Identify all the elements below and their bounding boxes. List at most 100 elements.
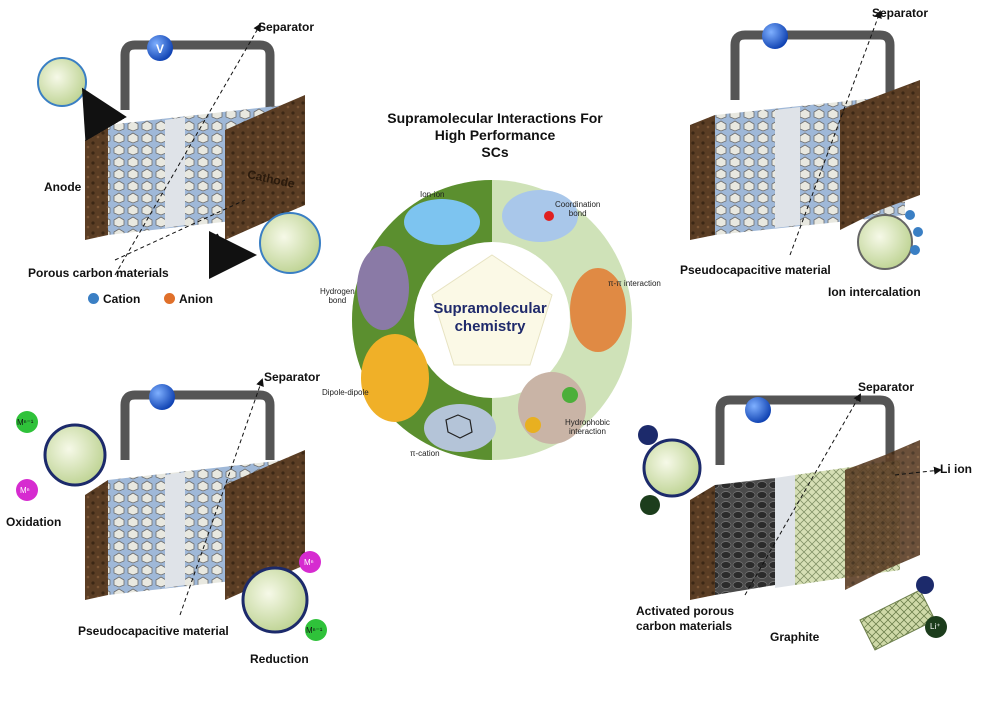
cathode-block <box>840 80 920 230</box>
label-coordination-2: bond <box>568 209 587 218</box>
anion-icon <box>164 293 175 304</box>
label-pi-cation: π-cation <box>410 449 440 458</box>
anion-label: Anion <box>179 292 213 306</box>
panel-top-right-pseudocap <box>690 10 923 270</box>
ion-intercalation-label: Ion intercalation <box>828 285 921 299</box>
m-red-bottom-label: Mⁿ⁻¹ <box>306 626 323 635</box>
pi-pi-bubble <box>570 268 626 352</box>
graphite-sheet-icon <box>859 589 936 651</box>
metal-ion-icon <box>299 551 321 573</box>
zoom-arrow <box>81 87 127 142</box>
voltmeter-icon <box>745 397 771 423</box>
center-line-1: Supramolecular <box>433 300 547 317</box>
reduction-label: Reduction <box>250 652 309 666</box>
legend-anion: Anion <box>164 292 213 306</box>
meter-label: V <box>156 42 164 56</box>
zoom-arrow <box>208 230 257 279</box>
cation-icon <box>910 245 920 255</box>
tl-separator-label: Separator <box>258 20 315 34</box>
wire <box>730 30 895 100</box>
activated-carbon-label: Activated porous carbon materials <box>636 604 734 634</box>
separator-membrane <box>775 475 795 588</box>
bl-separator-label: Separator <box>264 370 321 384</box>
tr-separator-label: Separator <box>872 6 929 20</box>
li-ion-icon <box>638 425 658 445</box>
separator-membrane <box>165 472 185 588</box>
label-hydrogen-2: bond <box>328 296 347 305</box>
anode-block <box>690 485 715 600</box>
anode-block <box>690 115 715 240</box>
coordination-bubble <box>502 190 578 242</box>
label-ion-ion: Ion-ion <box>420 190 445 199</box>
center-line-2: chemistry <box>454 318 526 335</box>
wire <box>120 390 275 460</box>
label-hydrophobic: Hydrophobic interaction <box>565 418 610 436</box>
label-coordination-1: Coordination <box>555 200 601 209</box>
li-ion-pointer <box>894 466 942 476</box>
panel-bottom-right-lic <box>638 393 947 651</box>
graphite-label: Graphite <box>770 630 820 644</box>
ion-ion-bubble <box>404 199 480 245</box>
activated-carbon-line-2: carbon materials <box>636 619 733 633</box>
figure-title: Supramolecular Interactions For High Per… <box>360 110 630 161</box>
wire <box>120 40 275 110</box>
cathode-block <box>845 440 920 590</box>
label-pi-pi: π-π interaction <box>608 279 661 288</box>
separator-pointer <box>744 393 861 596</box>
m-ox-bottom-label: Mⁿ <box>20 486 30 495</box>
title-line-1: Supramolecular Interactions For <box>387 110 603 126</box>
cation-icon <box>88 293 99 304</box>
title-line-3: SCs <box>481 144 509 160</box>
li-ion-icon <box>640 495 660 515</box>
pi-cation-bubble <box>424 404 496 452</box>
reduction-particle-icon <box>241 566 309 634</box>
dipole-dipole-bubble <box>361 334 429 422</box>
metal-center-icon <box>544 211 554 221</box>
pentagon-shape <box>431 254 553 366</box>
li-ion-icon <box>925 616 947 638</box>
separator-membrane <box>165 117 185 228</box>
metal-ion-icon <box>16 479 38 501</box>
voltmeter-icon <box>147 35 173 61</box>
anode-block <box>85 125 108 240</box>
label-hydrogen-1: Hydrogen <box>320 287 355 296</box>
metal-ion-icon <box>305 619 327 641</box>
label-hydrophobic-2: interaction <box>569 427 606 436</box>
tr-pseudo-label: Pseudocapacitive material <box>680 263 831 277</box>
cation-label: Cation <box>103 292 141 306</box>
label-dipole: Dipole-dipole <box>322 388 369 397</box>
center-label: Supramolecular chemistry <box>420 300 560 336</box>
m-ox-top-label: Mⁿ⁻¹ <box>17 418 34 427</box>
oxidation-label: Oxidation <box>6 515 62 529</box>
cathode-block <box>225 95 305 240</box>
activated-carbon-line-1: Activated porous <box>636 604 735 618</box>
anode-block <box>85 480 108 600</box>
li-ion-label: Li ion <box>940 462 972 476</box>
intercalation-particle-icon <box>857 214 913 270</box>
porous-particle-icon <box>37 57 87 107</box>
br-separator-label: Separator <box>858 380 915 394</box>
activated-carbon-particle-icon <box>642 438 702 498</box>
metal-ion-icon <box>16 411 38 433</box>
activated-carbon-electrode <box>715 478 775 595</box>
voltmeter-icon <box>149 384 175 410</box>
wire <box>715 395 895 465</box>
porous-particle-icon <box>259 212 321 274</box>
li-ion-icon <box>916 576 934 594</box>
m-red-top-label: Mⁿ <box>304 558 314 567</box>
label-hydrogen-bond: Hydrogen bond <box>320 287 355 305</box>
hydrophobic-unit-icon <box>562 387 578 403</box>
cation-icon <box>913 227 923 237</box>
separator-pointer <box>114 23 262 276</box>
cation-icon <box>905 210 915 220</box>
hydrogen-bond-bubble <box>357 246 409 330</box>
anode-label: Anode <box>44 180 82 194</box>
hydrophobic-unit-icon <box>525 417 541 433</box>
supramolecular-wheel <box>352 180 632 460</box>
li-plus-label: Li⁺ <box>930 622 941 631</box>
panel-bottom-left-redox <box>16 378 327 641</box>
benzene-ring-icon <box>445 414 473 439</box>
label-hydrophobic-1: Hydrophobic <box>565 418 610 427</box>
